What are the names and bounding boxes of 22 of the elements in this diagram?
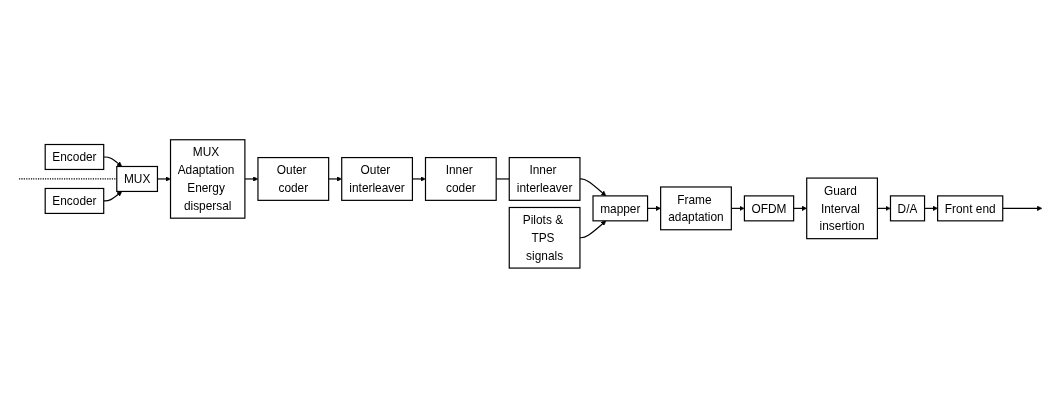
node-box: Encoder [44,187,105,215]
node-box: Pilots & TPS signals [508,206,581,269]
node-box: Outer coder [257,157,330,202]
node-box: Outer interleaver [341,157,413,202]
arrow [579,220,607,239]
node-box: Frame adaptation [660,186,732,231]
node-box: D/A [889,195,926,222]
node-box: mapper [592,195,649,222]
arrow [579,178,607,197]
arrow [103,191,123,202]
node-box: OFDM [743,195,795,222]
node-box: Encoder [44,144,105,171]
arrow [1002,205,1043,212]
node-box: MUX Adaptation Energy dispersal [169,139,246,219]
arrow [793,205,807,212]
node-box: MUX [116,165,159,193]
arrow [328,176,342,182]
node-box: Inner interleaver [508,157,581,202]
arrow [103,156,123,167]
node-box: Front end [937,195,1004,222]
node-box: Guard Interval insertion [806,177,878,240]
node-box: Inner coder [424,157,497,202]
